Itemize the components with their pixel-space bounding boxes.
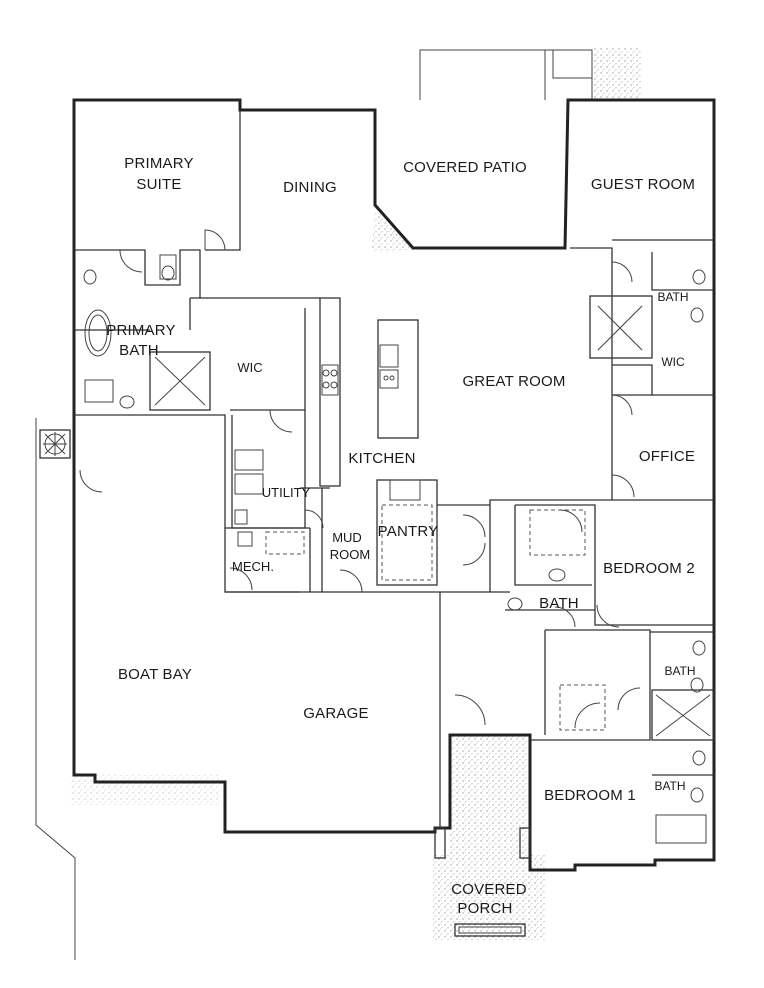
ac-unit-icon [39, 429, 71, 459]
patio-outline [419, 49, 593, 100]
doors [79, 229, 641, 729]
sink-icon [119, 395, 135, 409]
room-labels: PRIMARY SUITE DINING COVERED PATIO GUEST… [106, 155, 695, 917]
label-office: OFFICE [639, 448, 695, 465]
label-primary-bath-2: BATH [119, 342, 159, 359]
label-covered-patio: COVERED PATIO [403, 159, 527, 176]
label-bath-bed1-b: BATH [654, 779, 685, 793]
sink-icon [692, 750, 706, 766]
vanity-icon [84, 379, 114, 403]
sink-icon [83, 269, 97, 285]
label-primary-bath-1: PRIMARY [106, 322, 175, 339]
label-covered-porch-1: COVERED [451, 881, 527, 898]
label-mech: MECH. [232, 559, 274, 574]
label-primary-suite-1: PRIMARY [124, 155, 193, 172]
tub-icon [655, 814, 707, 844]
label-great-room: GREAT ROOM [462, 373, 565, 390]
toilet-icon [690, 787, 704, 803]
toilet-icon [159, 254, 177, 280]
sink-icon [692, 640, 706, 656]
label-wic-guest: WIC [661, 355, 685, 369]
toilet-icon [690, 307, 704, 323]
toilet-icon [690, 677, 704, 693]
interior-walls [74, 110, 715, 937]
tub-icon [84, 309, 112, 357]
label-pantry: PANTRY [378, 523, 439, 540]
sink-icon [692, 269, 706, 285]
sink-icon [548, 568, 566, 582]
label-mud-room-2: ROOM [330, 547, 370, 562]
label-bath-bed1-a: BATH [664, 664, 695, 678]
exterior-walls [72, 98, 716, 872]
toilet-icon [507, 597, 523, 611]
label-boat-bay: BOAT BAY [118, 666, 192, 683]
lot-line [35, 418, 76, 960]
label-wic-primary: WIC [237, 360, 262, 375]
label-bedroom-2: BEDROOM 2 [603, 560, 695, 577]
label-utility: UTILITY [262, 485, 311, 500]
stipple-areas [70, 48, 642, 940]
label-mud-room-1: MUD [332, 530, 362, 545]
label-garage: GARAGE [303, 705, 368, 722]
label-covered-porch-2: PORCH [457, 900, 512, 917]
fixtures [83, 254, 711, 844]
label-guest-room: GUEST ROOM [591, 176, 695, 193]
label-bath-hall: BATH [539, 595, 579, 612]
label-bath-guest: BATH [657, 290, 688, 304]
label-bedroom-1: BEDROOM 1 [544, 787, 636, 804]
porch-columns [434, 827, 531, 859]
label-primary-suite-2: SUITE [136, 176, 181, 193]
label-kitchen: KITCHEN [348, 450, 415, 467]
label-dining: DINING [283, 179, 337, 196]
